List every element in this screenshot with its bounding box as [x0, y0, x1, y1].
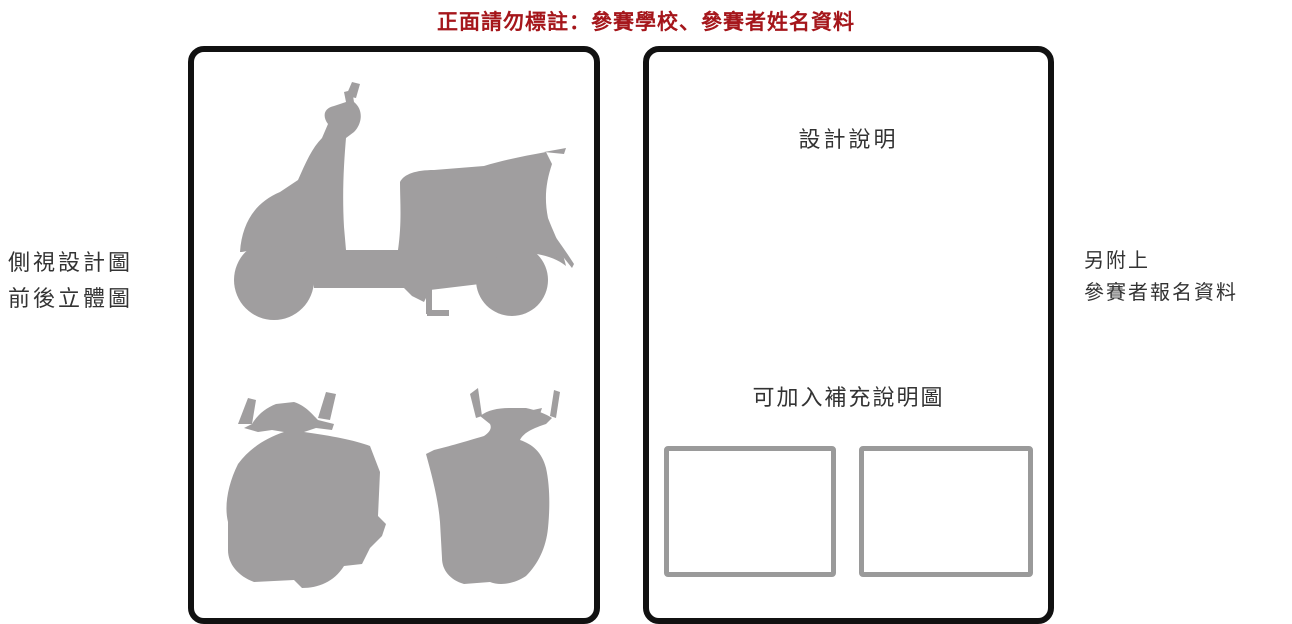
submission-note: 正面請勿標註：參賽學校、參賽者姓名資料	[437, 10, 855, 34]
supplementary-figure-frame-2	[859, 446, 1033, 577]
scooter-front-view-silhouette	[226, 392, 386, 588]
supplementary-figure-frame-1	[664, 446, 836, 577]
label-side-view: 側視設計圖	[8, 251, 134, 276]
design-drawing-panel	[188, 46, 600, 624]
design-description-panel: 設計說明 可加入補充說明圖	[643, 46, 1054, 624]
label-attach-also: 另附上	[1084, 248, 1150, 272]
scooter-back-view-silhouette	[426, 388, 560, 584]
left-side-label: 側視設計圖 前後立體圖	[8, 246, 133, 318]
label-front-back-view: 前後立體圖	[8, 287, 134, 312]
supplementary-figure-caption: 可加入補充說明圖	[752, 386, 945, 411]
design-description-title: 設計說明	[798, 128, 899, 153]
label-entry-form: 參賽者報名資料	[1084, 280, 1238, 304]
right-side-label: 另附上 參賽者報名資料	[1084, 244, 1238, 308]
scooter-side-view-silhouette	[234, 82, 574, 320]
scooter-illustration	[226, 82, 574, 588]
